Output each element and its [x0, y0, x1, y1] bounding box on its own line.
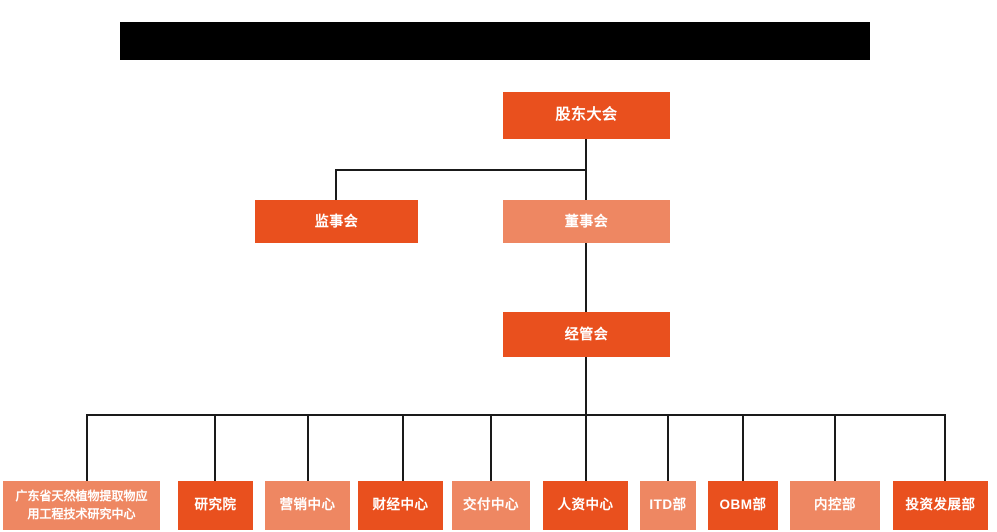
connector-to-dept-0 — [86, 414, 88, 481]
connector-directors-to-management — [585, 243, 587, 313]
connector-to-dept-9 — [944, 414, 946, 481]
node-label: 内控部 — [814, 497, 856, 513]
connector-to-dept-4 — [490, 414, 492, 481]
node-dept-investment-development[interactable]: 投资发展部 — [893, 481, 988, 530]
connector-level1-bus — [335, 169, 587, 171]
node-dept-guangdong-research-center[interactable]: 广东省天然植物提取物应 用工程技术研究中心 — [3, 481, 160, 530]
connector-to-dept-1 — [214, 414, 216, 481]
node-label: OBM部 — [719, 497, 767, 513]
node-dept-marketing-center[interactable]: 营销中心 — [265, 481, 350, 530]
node-label: 研究院 — [194, 497, 237, 513]
connector-to-supervisors — [335, 169, 337, 201]
connector-to-dept-7 — [742, 414, 744, 481]
connector-shareholders-stem — [585, 139, 587, 171]
connector-to-dept-3 — [402, 414, 404, 481]
connector-to-directors — [585, 169, 587, 201]
connector-department-bus — [86, 414, 945, 416]
node-dept-internal-control[interactable]: 内控部 — [790, 481, 880, 530]
connector-management-stem — [585, 357, 587, 481]
node-dept-hr-center[interactable]: 人资中心 — [543, 481, 628, 530]
node-label: 交付中心 — [463, 497, 519, 513]
node-management-committee[interactable]: 经管会 — [503, 312, 670, 357]
node-dept-finance-center[interactable]: 财经中心 — [358, 481, 443, 530]
node-shareholders-meeting[interactable]: 股东大会 — [503, 92, 670, 139]
node-label: 经管会 — [564, 325, 609, 342]
node-label: 投资发展部 — [905, 497, 976, 513]
node-label: ITD部 — [649, 497, 687, 513]
node-dept-itd[interactable]: ITD部 — [640, 481, 696, 530]
node-dept-research-institute[interactable]: 研究院 — [178, 481, 253, 530]
node-label: 营销中心 — [279, 497, 336, 513]
node-label: 监事会 — [314, 212, 359, 229]
connector-to-dept-6 — [667, 414, 669, 481]
node-label: 财经中心 — [372, 497, 429, 513]
node-board-of-directors[interactable]: 董事会 — [503, 200, 670, 243]
node-label: 人资中心 — [557, 497, 614, 513]
node-label: 广东省天然植物提取物应 用工程技术研究中心 — [15, 489, 148, 521]
node-dept-delivery-center[interactable]: 交付中心 — [452, 481, 530, 530]
title-redaction-bar — [120, 22, 870, 60]
connector-to-dept-2 — [307, 414, 309, 481]
node-dept-obm[interactable]: OBM部 — [708, 481, 778, 530]
connector-to-dept-8 — [834, 414, 836, 481]
node-board-of-supervisors[interactable]: 监事会 — [255, 200, 418, 243]
node-label: 股东大会 — [555, 106, 618, 124]
node-label: 董事会 — [564, 212, 609, 229]
